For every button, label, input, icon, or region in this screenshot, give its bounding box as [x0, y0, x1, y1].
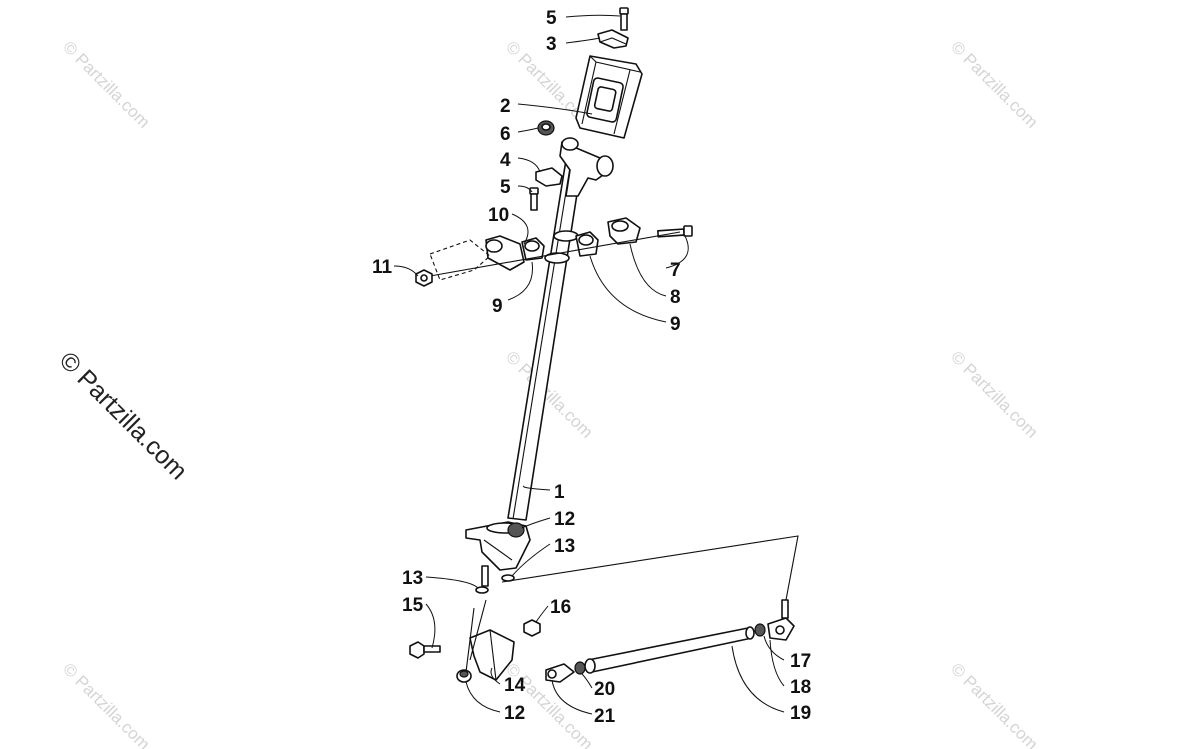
callout-18: 18: [790, 677, 811, 698]
tie-rod: [584, 626, 755, 674]
handlebar-pad: [575, 55, 643, 139]
callout-20: 20: [594, 679, 615, 700]
pitman-bracket: [465, 607, 515, 681]
washers: [475, 565, 515, 594]
top-cap-clamp: [597, 29, 629, 49]
faint-watermarks: © Partzilla.com © Partzilla.com © Partzi…: [59, 37, 1041, 749]
watermark-top-right: © Partzilla.com: [947, 37, 1041, 131]
callout-13-right: 13: [554, 536, 575, 557]
steering-post: [465, 137, 614, 571]
nut-bracket: [523, 619, 541, 637]
flange-nut: [415, 269, 433, 287]
callout-14: 14: [504, 675, 526, 696]
mount-bracket-outline: [429, 231, 681, 281]
callout-13-left: 13: [402, 568, 423, 589]
watermark-main: © Partzilla.com: [54, 346, 193, 485]
nut-top: [507, 522, 525, 538]
callout-15: 15: [402, 595, 424, 616]
callout-12-top: 12: [554, 509, 575, 530]
callout-10: 10: [488, 205, 509, 226]
assembly-lines: [469, 535, 799, 661]
tie-rod-end-left: [545, 661, 586, 683]
callout-16: 16: [550, 597, 571, 618]
watermark-mid-right: © Partzilla.com: [947, 347, 1041, 441]
bolt-mid: [529, 187, 539, 211]
bolt-top: [619, 7, 629, 31]
callout-2: 2: [500, 96, 511, 117]
leader-lines: [393, 14, 785, 715]
watermark-bottom-right: © Partzilla.com: [947, 659, 1041, 749]
callout-5-top: 5: [546, 8, 557, 29]
callout-7: 7: [670, 260, 681, 281]
callout-17: 17: [790, 651, 811, 672]
bolt-bracket: [409, 641, 441, 659]
callout-21: 21: [594, 706, 616, 727]
lower-cap: [535, 167, 563, 187]
clamp-right: [575, 217, 641, 257]
nut-bottom: [456, 669, 472, 683]
callout-1: 1: [554, 482, 565, 503]
callout-4: 4: [500, 150, 511, 171]
callout-12-bottom: 12: [504, 703, 525, 724]
callout-labels: 5 3 2 6 4 5 10 11 9 7 8 9 1 12 13 13 15 …: [372, 8, 811, 727]
callout-9-left: 9: [492, 296, 503, 317]
bushing: [537, 120, 555, 136]
callout-9-right: 9: [670, 314, 681, 335]
watermark-bottom-left: © Partzilla.com: [59, 659, 153, 749]
callout-19: 19: [790, 703, 811, 724]
callout-8: 8: [670, 287, 681, 308]
callout-5-mid: 5: [500, 177, 511, 198]
callout-11: 11: [372, 257, 393, 278]
tie-rod-end-right: [754, 599, 795, 641]
callout-6: 6: [500, 124, 511, 145]
callout-3: 3: [546, 34, 557, 55]
watermark-top-left: © Partzilla.com: [59, 37, 153, 131]
